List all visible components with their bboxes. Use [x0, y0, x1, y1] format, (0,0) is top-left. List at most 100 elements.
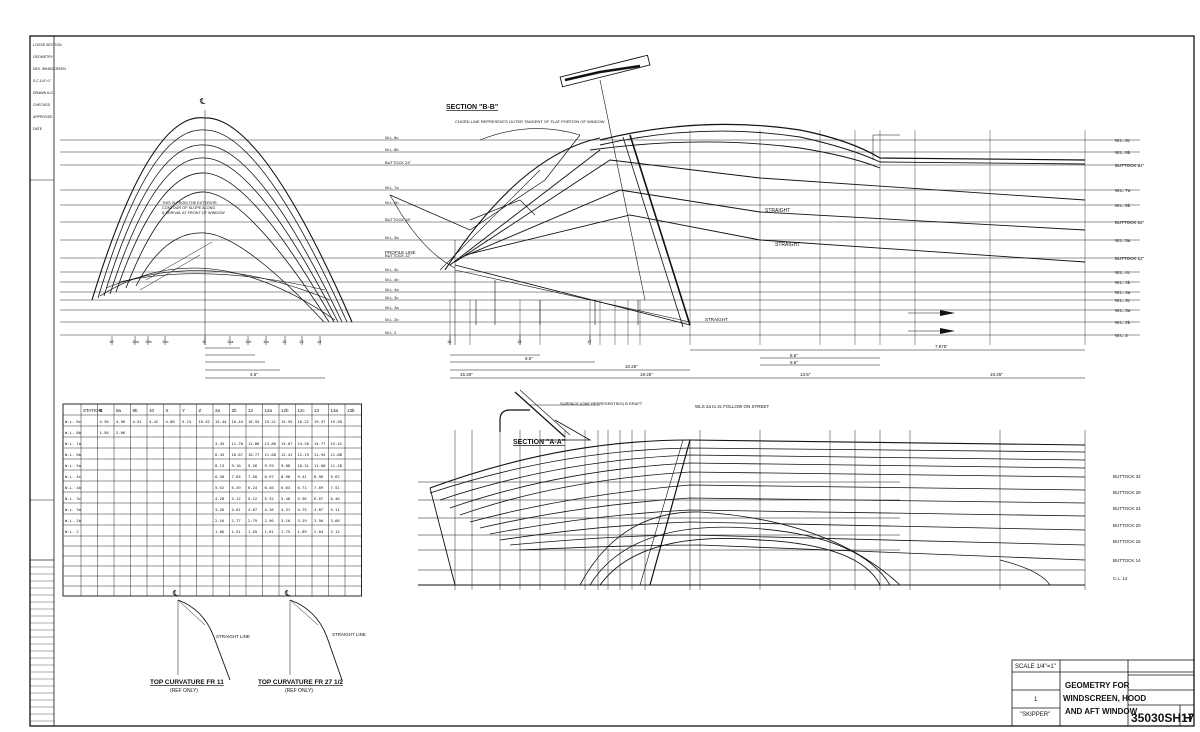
waterline-label-left: W.L. 6b — [385, 200, 399, 205]
table-cell: 3.56 — [314, 518, 324, 523]
buttock-label: BUTTOCK 16 — [1113, 539, 1141, 544]
station-label: 16 — [517, 339, 522, 344]
top-curvature-right: ℄ — [284, 589, 343, 681]
table-cell: 4.51 — [133, 419, 143, 424]
side-profile — [389, 54, 1086, 345]
straight-callout-bottom: STRAIGHT — [705, 317, 728, 322]
table-cell: 16.22 — [298, 419, 309, 424]
table-cell: 3.29 — [298, 518, 308, 523]
table-cell: 14.77 — [314, 441, 325, 446]
section-a-note: SURFACE (ONE REPRESENTING) B DRAFT — [560, 401, 643, 406]
station-label: 14 — [317, 339, 322, 344]
front-view-note: & ARRIVAL AT FRONT OF WINDOW — [162, 211, 225, 215]
table-cell: 15.55 — [281, 419, 292, 424]
dimension-label: 13.5" — [800, 372, 811, 377]
buttock-label: C.L. 12 — [1113, 576, 1128, 581]
table-cell: 11.08 — [265, 452, 277, 457]
buttock-label: BUTTOCK 20 — [1113, 523, 1141, 528]
revision-note: LOOSE SECTION — [33, 43, 62, 47]
table-cell: 5.11 — [331, 507, 341, 512]
table-cell: W.L. 3c — [65, 496, 81, 501]
table-cell: 2.96 — [265, 518, 275, 523]
table-cell: 9.26 — [248, 463, 258, 468]
table-cell: 5.52 — [215, 485, 224, 490]
table-cell: 7.69 — [314, 485, 324, 490]
title-line-2: WINDSCREEN, HOOD — [1063, 694, 1146, 703]
waterline-label: W.L. 2b — [1115, 320, 1131, 325]
station-label: 11 — [202, 339, 207, 344]
buttock-label: BUTTOCK 28 — [1113, 490, 1141, 495]
revision-note: DRAWN A.G. — [33, 91, 54, 95]
table-cell: 4.01 — [232, 507, 242, 512]
station-label: 10 — [109, 339, 114, 344]
table-cell: 4.42 — [149, 419, 158, 424]
buttock-label: BUTTOCK 32 — [1113, 474, 1141, 479]
table-cell: 12.19 — [298, 452, 310, 457]
table-cell: 9.29 — [265, 463, 275, 468]
waterline-label-left: BUTTOCK 12" — [385, 253, 412, 258]
table-cell: 19.37 — [314, 419, 325, 424]
table-cell: 1.55 — [248, 529, 257, 534]
table-cell: 9.62 — [331, 474, 340, 479]
table-header: 13 — [314, 408, 320, 413]
dimension-label: 19.25" — [990, 372, 1003, 377]
waterline-label-left: W.L. 4a — [385, 287, 399, 292]
waterline-label: W.L. 4a — [1115, 290, 1131, 295]
table-cell: 15.21 — [265, 419, 277, 424]
dimension-label: 19.25" — [640, 372, 653, 377]
table-cell: 2.16 — [215, 518, 225, 523]
revision-note: GEOMETRY — [33, 55, 54, 59]
table-cell: 16.55 — [248, 419, 259, 424]
station-label: 13 — [299, 339, 304, 344]
table-cell: W.L. 4c — [65, 474, 81, 479]
table-cell: 15.44 — [215, 419, 227, 424]
table-cell: W.L. 4b — [65, 485, 82, 490]
table-cell: 2.12 — [331, 529, 340, 534]
drawing-number: 35030SH17 — [1131, 711, 1195, 725]
table-cell: 4.16 — [265, 507, 275, 512]
dimension-label: 15.25" — [460, 372, 473, 377]
table-cell: 11.88 — [331, 452, 343, 457]
table-cell: 4.31 — [281, 507, 291, 512]
table-header: Y — [182, 408, 185, 413]
table-cell: 4.36 — [100, 419, 110, 424]
waterline-label-left: W.L. 4b — [385, 277, 399, 282]
profile-line-callout: PROFILE LINE — [385, 250, 416, 255]
waterline-label: BUTTOCK 18" — [1115, 220, 1145, 225]
waterline-label-left: BUTTOCK 24" — [385, 160, 412, 165]
top-curvature-right-sub: (REF ONLY) — [285, 688, 313, 694]
table-cell: 13.86 — [265, 441, 277, 446]
table-cell: 9.41 — [298, 474, 308, 479]
table-cell: 7.50 — [248, 474, 258, 479]
station-ticks — [111, 130, 1086, 345]
table-cell: 10.67 — [232, 452, 243, 457]
table-cell: 1.75 — [281, 529, 290, 534]
waterline-label-left: W.L. 8c — [385, 135, 398, 140]
table-cell: 6.07 — [314, 496, 323, 501]
sheet-number: 1 — [1034, 697, 1038, 703]
station-label: 17 — [587, 339, 592, 344]
centerline-label-front: ℄ — [199, 97, 206, 106]
table-cell: 4.75 — [298, 507, 307, 512]
table-cell: 3.10 — [281, 518, 291, 523]
table-cell: 4.87 — [314, 507, 323, 512]
table-cell: 9.88 — [281, 463, 291, 468]
waterline-label-left: W.L. 5a — [385, 235, 399, 240]
table-cell: 8.96 — [314, 474, 324, 479]
table-cell: 1.06 — [215, 529, 225, 534]
top-curvature-left: ℄ — [172, 589, 231, 681]
top-curvature-left-sub: (REF ONLY) — [170, 688, 198, 694]
table-cell: 7.51 — [331, 485, 341, 490]
table-cell: 7.65 — [232, 474, 241, 479]
table-cell: 3.66 — [331, 518, 341, 523]
table-cell: W.L. 8c — [65, 419, 81, 424]
table-cell: 8.98 — [281, 474, 291, 479]
dimension-lines-top — [205, 347, 1085, 379]
buttock-label: BUTTOCK 14 — [1113, 558, 1141, 563]
table-cell: 1.51 — [232, 529, 242, 534]
table-cell: 14.26 — [298, 441, 310, 446]
table-cell: 6.46 — [265, 485, 275, 490]
table-cell: 14.07 — [281, 441, 292, 446]
straight-callout-2: STRAIGHT — [775, 242, 800, 248]
table-header: 9b — [133, 408, 139, 413]
